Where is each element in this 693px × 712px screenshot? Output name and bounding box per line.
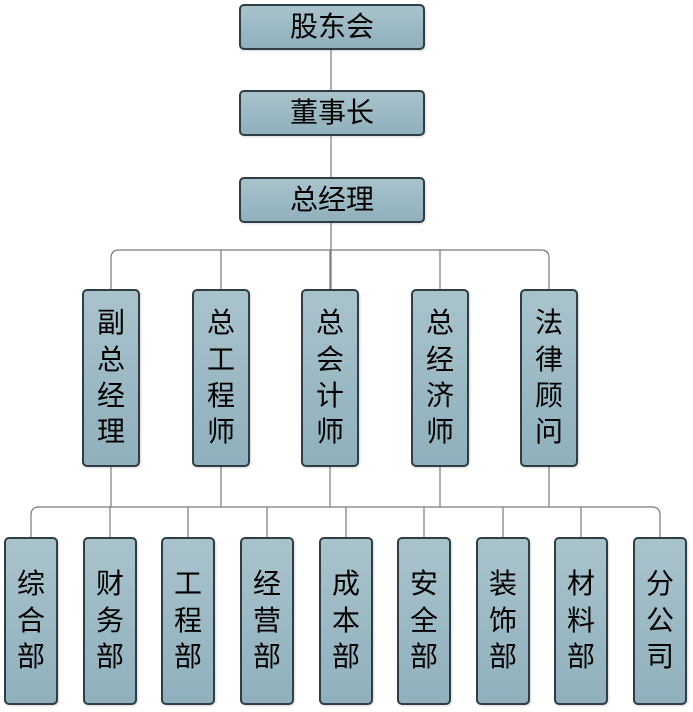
node-label: 综合部 (17, 567, 46, 674)
node-label: 经营部 (253, 567, 282, 674)
node-label: 工程部 (174, 567, 203, 674)
node-finance-dept: 财务部 (83, 537, 137, 705)
connector-line (110, 249, 541, 289)
node-legal-counsel: 法律顾问 (520, 289, 578, 467)
node-general-manager: 总经理 (239, 177, 425, 223)
node-label: 总工程师 (207, 306, 236, 449)
node-branch-company: 分公司 (633, 537, 687, 705)
node-general-affairs-dept: 综合部 (4, 537, 58, 705)
node-deputy-general-manager: 副总经理 (82, 289, 140, 467)
node-safety-dept: 安全部 (397, 537, 451, 705)
node-label: 总会计师 (316, 306, 345, 449)
node-label: 副总经理 (97, 306, 126, 449)
connector-line (30, 506, 652, 537)
node-label: 成本部 (332, 567, 361, 674)
node-label: 装饰部 (489, 567, 518, 674)
connector-line (540, 249, 550, 289)
node-materials-dept: 材料部 (554, 537, 608, 705)
node-engineering-dept: 工程部 (161, 537, 215, 705)
node-label: 董事长 (289, 95, 374, 129)
node-label: 财务部 (96, 567, 125, 674)
node-label: 总经济师 (426, 306, 455, 449)
node-label: 材料部 (567, 567, 596, 674)
node-chief-accountant: 总会计师 (301, 289, 359, 467)
node-cost-dept: 成本部 (319, 537, 373, 705)
node-label: 股东会 (289, 9, 374, 43)
node-operations-dept: 经营部 (240, 537, 294, 705)
node-shareholders-meeting: 股东会 (239, 4, 425, 50)
connector-line (651, 506, 661, 537)
node-chief-engineer: 总工程师 (192, 289, 250, 467)
node-label: 总经理 (289, 182, 374, 216)
node-decoration-dept: 装饰部 (476, 537, 530, 705)
node-label: 法律顾问 (535, 306, 564, 449)
node-label: 安全部 (410, 567, 439, 674)
node-chairman: 董事长 (239, 90, 425, 136)
node-chief-economist: 总经济师 (411, 289, 469, 467)
node-label: 分公司 (646, 567, 675, 674)
